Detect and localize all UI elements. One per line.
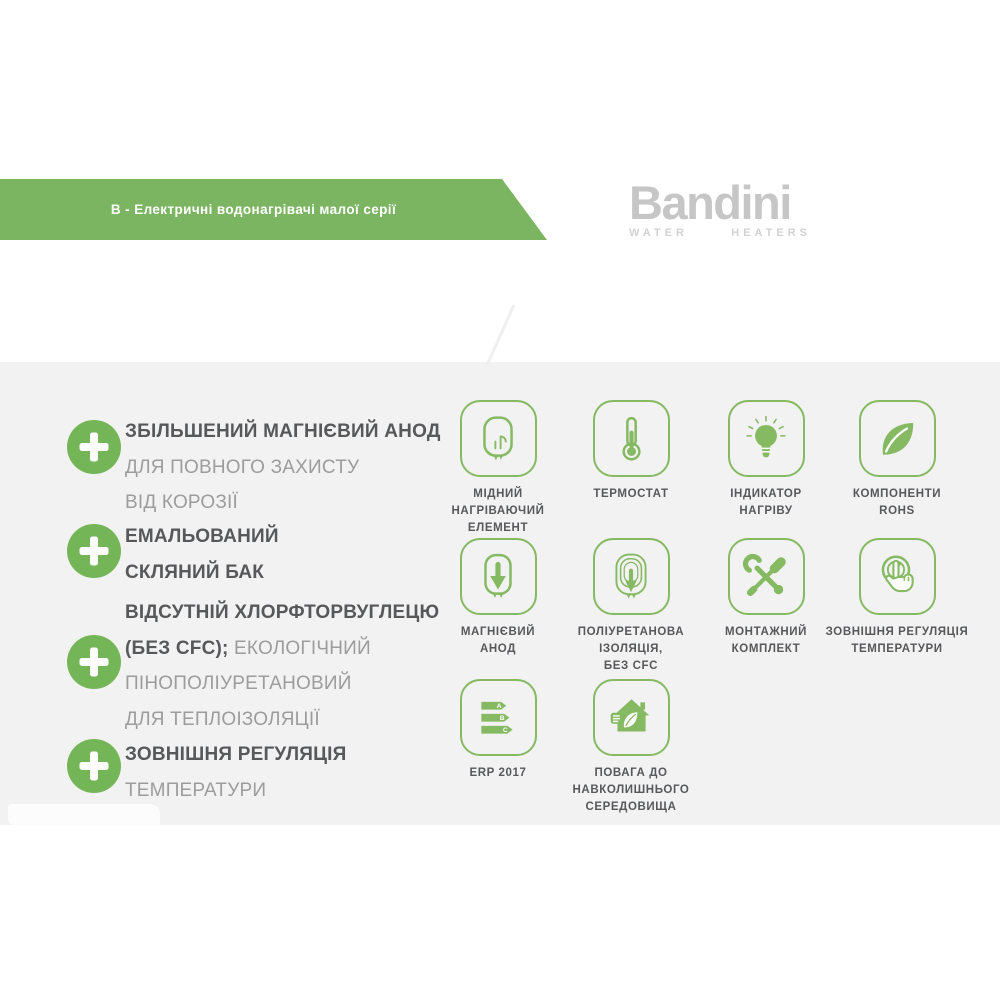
feature-line: ДЛЯ ТЕПЛОІЗОЛЯЦІЇ bbox=[125, 708, 320, 730]
feature-enamel-tank-text: ЕМАЛЬОВАНИЙ СКЛЯНИЙ БАК bbox=[125, 519, 279, 590]
feature-cfc-free-text: ВІДСУТНІЙ ХЛОРФТОРВУГЛЕЦЮ (БЕЗ CFC); ЕКО… bbox=[125, 595, 439, 737]
grid-item-label: ТЕРМОСТАТ bbox=[593, 488, 669, 500]
rohs-leaf-icon bbox=[882, 422, 914, 455]
heating-indicator-icon bbox=[746, 415, 786, 457]
mounting-kit-icon bbox=[742, 553, 786, 596]
brand-name: Bandini bbox=[629, 176, 792, 229]
feature-line: ЗБІЛЬШЕНИЙ МАГНІЄВИЙ АНОД bbox=[125, 421, 441, 442]
feature-line: (БЕЗ CFC); ЕКОЛОГІЧНИЙ bbox=[125, 637, 371, 659]
feature-line: ДЛЯ ПОВНОГО ЗАХИСТУ bbox=[125, 456, 360, 478]
plus-icon bbox=[67, 420, 121, 474]
erp-letter-a: A bbox=[497, 703, 502, 710]
feature-line: ВІДСУТНІЙ ХЛОРФТОРВУГЛЕЦЮ bbox=[125, 602, 440, 623]
bandini-logo: Bandini WATER HEATERS bbox=[629, 176, 811, 239]
thermostat-icon bbox=[622, 416, 641, 461]
plus-icon bbox=[67, 524, 121, 578]
feature-external-regulation-text: ЗОВНІШНЯ РЕГУЛЯЦІЯ ТЕМПЕРАТУРИ bbox=[125, 737, 347, 808]
feature-line: СКЛЯНИЙ БАК bbox=[125, 561, 265, 583]
grid-item-erp-2017: A B C ERP 2017 bbox=[423, 679, 573, 782]
brand-subtitle-word: HEATERS bbox=[731, 227, 811, 239]
polyurethane-insulation-icon bbox=[615, 553, 647, 598]
plus-icon bbox=[67, 739, 121, 793]
feature-line: ЕМАЛЬОВАНИЙ bbox=[125, 526, 279, 547]
erp-letter-c: C bbox=[503, 726, 508, 733]
series-banner: В - Електричні водонагрівачі малої серії bbox=[0, 179, 547, 240]
feature-line: ВІД КОРОЗІЇ bbox=[125, 492, 238, 513]
grid-item-thermostat: ТЕРМОСТАТ bbox=[556, 400, 706, 503]
external-temperature-regulation-icon bbox=[881, 554, 914, 592]
feature-anode-text: ЗБІЛЬШЕНИЙ МАГНІЄВИЙ АНОД ДЛЯ ПОВНОГО ЗА… bbox=[125, 414, 441, 521]
diagonal-watermark-artifact bbox=[485, 304, 516, 366]
feature-line: ПІНОПОЛІУРЕТАНОВИЙ bbox=[125, 673, 352, 694]
brand-subtitle: WATER HEATERS bbox=[629, 227, 811, 239]
erp-letter-b: B bbox=[500, 714, 505, 721]
grid-item-label: ERP 2017 bbox=[469, 767, 527, 779]
feature-line: ТЕМПЕРАТУРИ bbox=[125, 779, 267, 801]
erased-watermark-artifact bbox=[8, 804, 160, 826]
brand-subtitle-word: WATER bbox=[629, 227, 688, 239]
magnesium-anode-icon bbox=[484, 553, 512, 598]
copper-heating-element-icon bbox=[483, 415, 513, 460]
plus-icon bbox=[67, 635, 121, 689]
series-banner-label: В - Електричні водонагрівачі малої серії bbox=[110, 202, 397, 217]
erp-2017-energy-label-icon: A B C bbox=[481, 701, 513, 733]
environment-respect-icon bbox=[610, 698, 650, 732]
feature-line: ЗОВНІШНЯ РЕГУЛЯЦІЯ bbox=[125, 744, 347, 765]
